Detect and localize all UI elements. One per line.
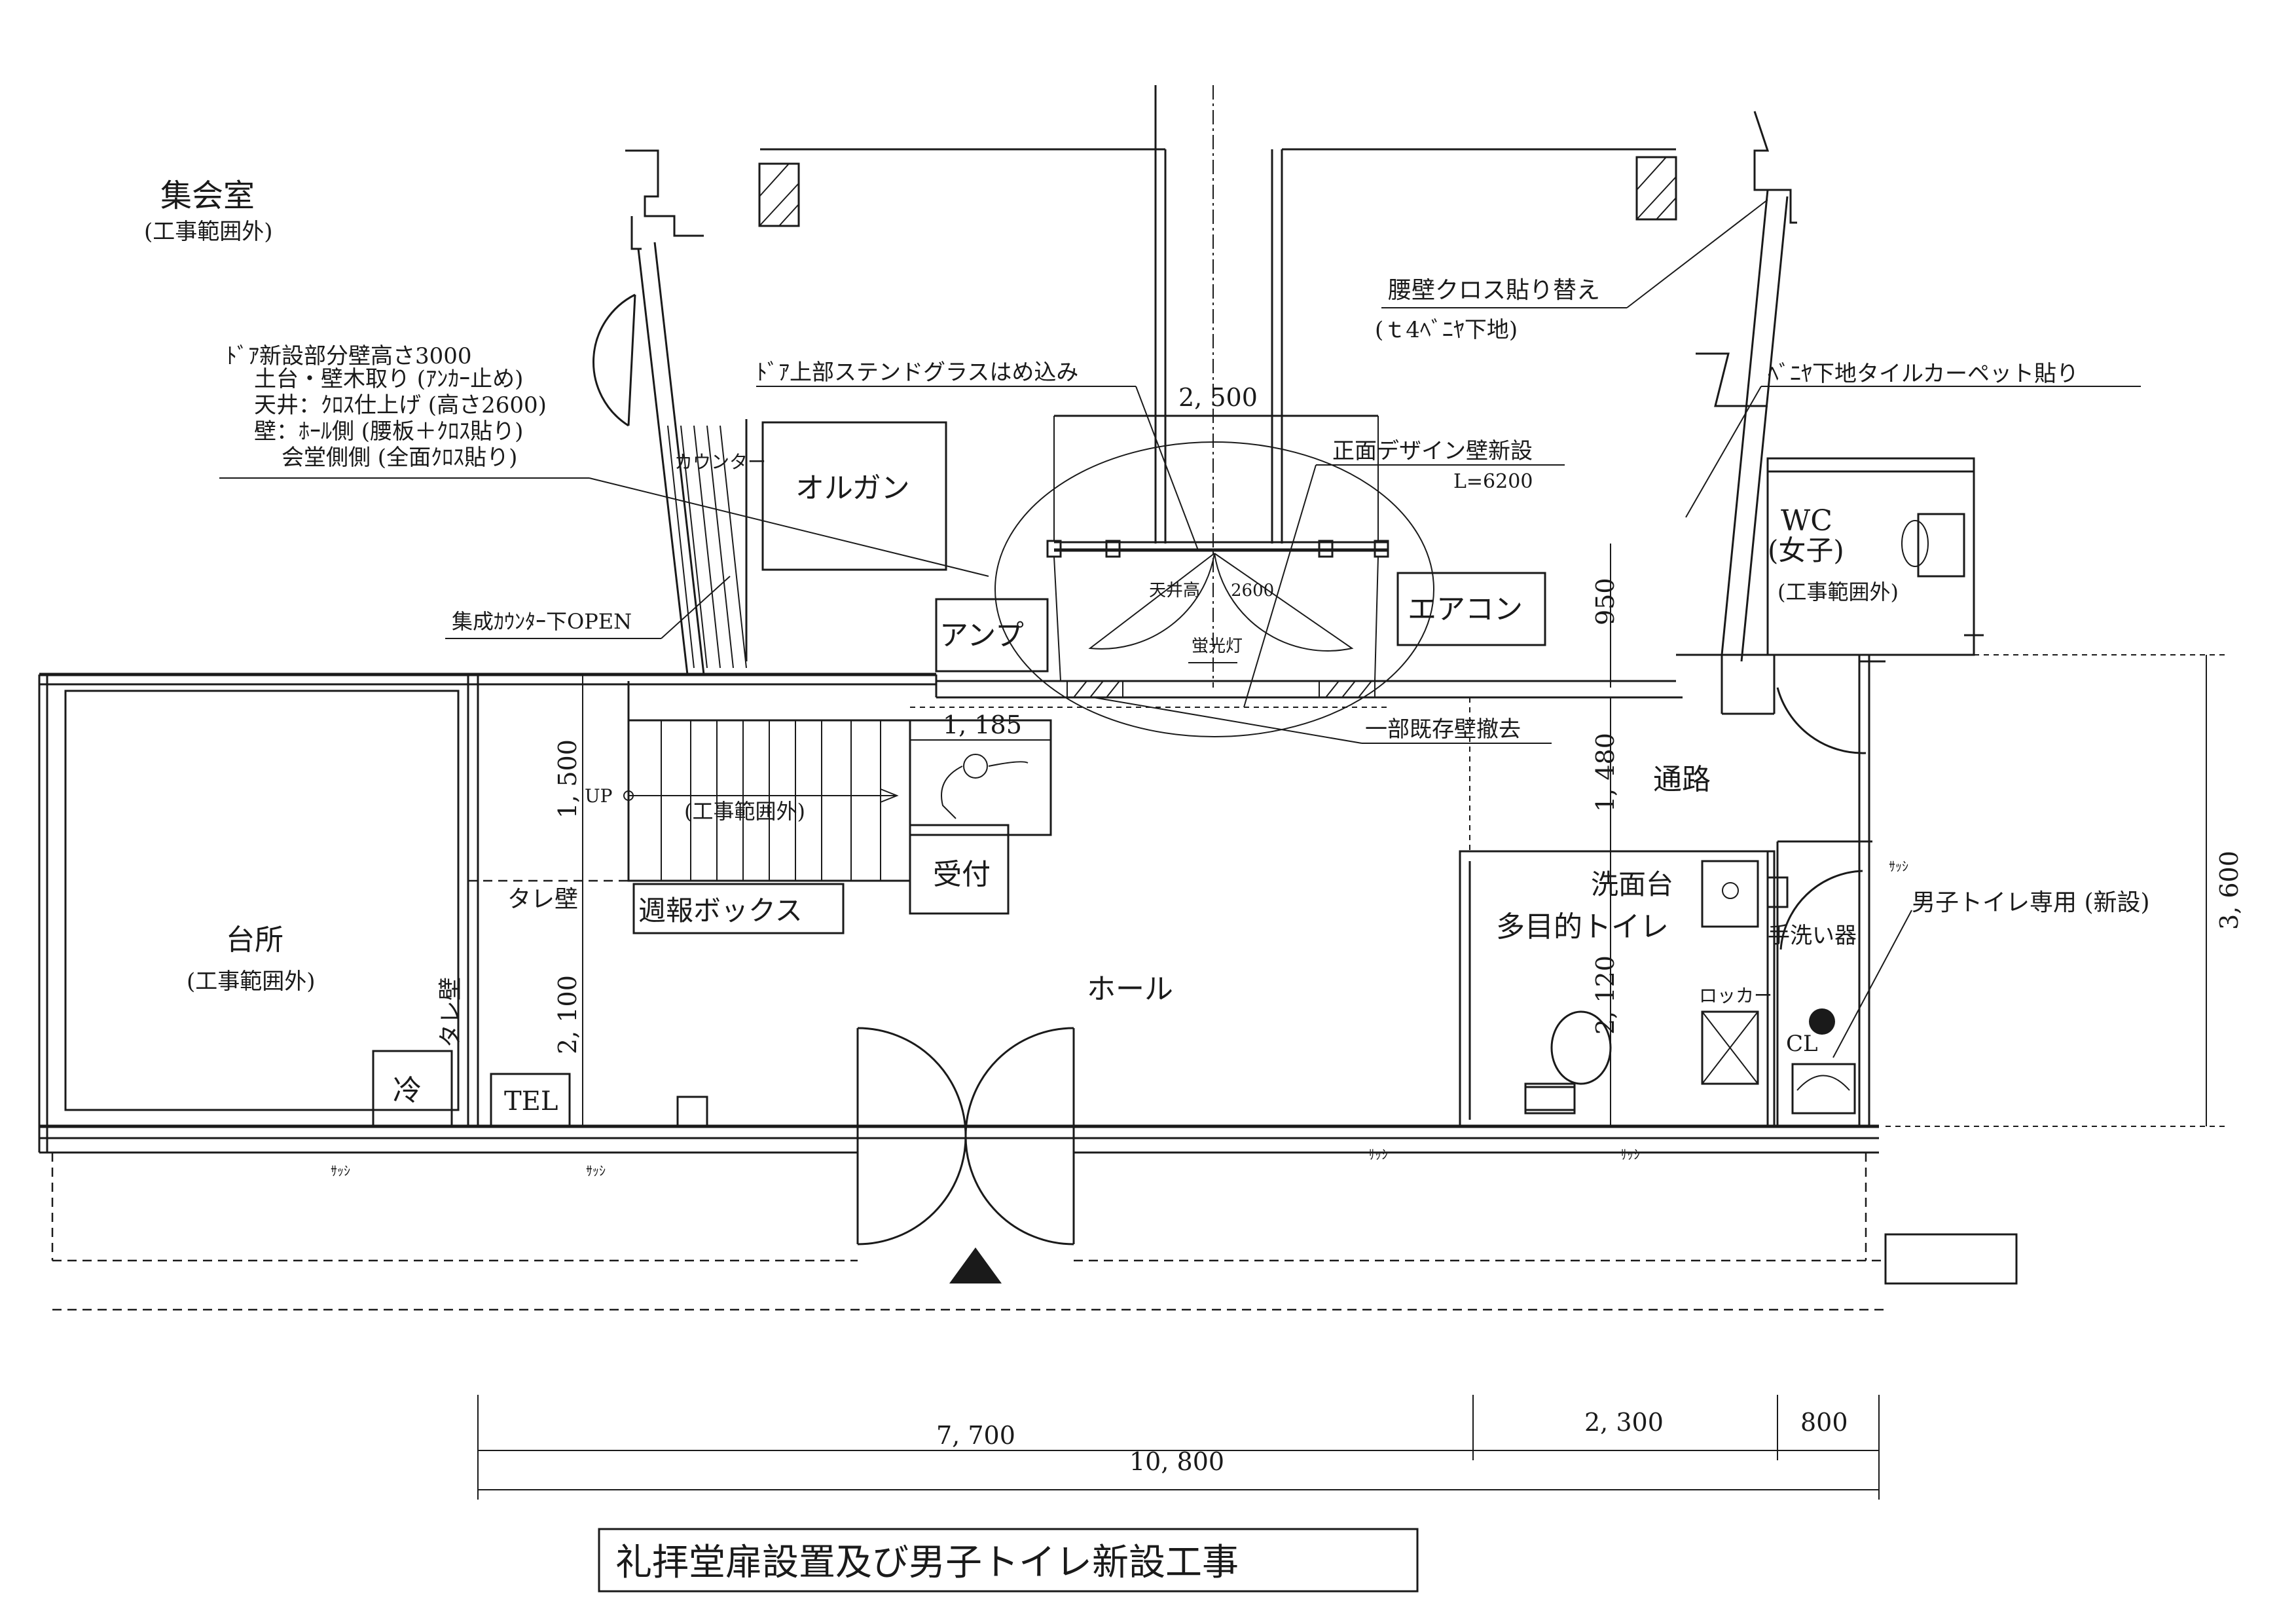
front-wall-length: L=6200 — [1453, 470, 1533, 493]
weekly-box-frame — [632, 883, 845, 934]
reception-label: 受付 — [933, 858, 991, 891]
stained-glass-note: ﾄﾞｱ上部ステンドグラスはめ込み — [756, 360, 1078, 386]
dim-1185: 1, 185 — [943, 710, 1022, 739]
tare-wall-label-2: タレ壁 — [437, 977, 464, 1048]
dim-1500: 1, 500 — [553, 739, 582, 819]
hand-wash-label: 手洗い器 — [1768, 923, 1857, 949]
cl-label: CL — [1786, 1031, 1818, 1057]
men-toilet-label: 男子トイレ専用 (新設) — [1912, 889, 2150, 916]
column-hatch-left — [758, 162, 800, 227]
counter-label: カウンター — [674, 451, 766, 473]
sash-label-5: ｻｯｼ — [1889, 858, 1908, 874]
dim-2100: 2, 100 — [553, 975, 582, 1054]
main-entrance-doors — [676, 1027, 1075, 1246]
meeting-room-note: (工事範囲外) — [144, 219, 273, 245]
tile-carpet-note: ﾍﾞﾆﾔ下地タイルカーペット貼り — [1768, 361, 2079, 387]
washstand-label: 洗面台 — [1591, 868, 1673, 900]
wc-women-sub: (女子) — [1768, 534, 1844, 566]
aircon-box — [1396, 572, 1546, 646]
dim-950: 950 — [1591, 578, 1620, 625]
dim-3600: 3, 600 — [2215, 851, 2244, 930]
corridor-door — [1776, 687, 1867, 754]
chapel-walls — [625, 85, 1797, 688]
locker-label: ロッカー — [1699, 985, 1772, 1006]
door-wall-note-5: 会堂側側 (全面ｸﾛｽ貼り) — [282, 445, 517, 471]
meeting-room-door — [592, 293, 636, 427]
organ-box — [761, 421, 947, 571]
scope-ellipse — [994, 441, 1434, 737]
corridor-label: 通路 — [1653, 763, 1711, 796]
kitchen-label: 台所 — [226, 923, 283, 957]
column-hatch-right — [1635, 156, 1677, 221]
front-wall-note: 正面デザイン壁新設 — [1332, 438, 1533, 464]
door-wall-note-2: 土台・壁木取り (ｱﾝｶｰ止め) — [254, 366, 523, 392]
kitchen-note: (工事範囲外) — [187, 969, 316, 995]
dim-1480: 1, 480 — [1591, 733, 1620, 812]
aircon-label: エアコン — [1408, 593, 1523, 626]
sash-label-2: ｻｯｼ — [586, 1163, 606, 1179]
counter-stripes — [667, 419, 748, 669]
dim-800: 800 — [1800, 1408, 1848, 1437]
fridge-label: 冷 — [393, 1074, 422, 1107]
weekly-box-label: 週報ボックス — [638, 895, 803, 927]
sash-label-3: ｻｯｼ — [1368, 1147, 1388, 1162]
person-icon — [941, 754, 1029, 819]
fluorescent-label: 蛍光灯 — [1192, 637, 1243, 656]
reception-box — [909, 824, 1010, 915]
dim-2500: 2, 500 — [1178, 383, 1258, 412]
organ-label: オルガン — [795, 471, 910, 505]
men-toilet-room — [1766, 840, 1872, 1115]
door-wall-note-3: 天井：ｸﾛｽ仕上げ (高さ2600) — [254, 392, 547, 418]
fridge-box — [372, 1050, 453, 1128]
multipurpose-toilet-room — [1459, 841, 1779, 1128]
meeting-room-label: 集会室 — [160, 177, 255, 214]
tel-box — [490, 1073, 571, 1128]
counter-open-note: 集成ｶｳﾝﾀｰ下OPEN — [452, 609, 632, 634]
amp-label: アンプ — [939, 619, 1024, 652]
wainscot-note-2: (ｔ4ﾍﾞﾆﾔ下地) — [1375, 317, 1518, 343]
ceiling-height-value: 2600 — [1231, 581, 1274, 600]
door-wall-note-4: 壁：ﾎｰﾙ側 (腰板＋ｸﾛｽ貼り) — [254, 418, 523, 445]
dim-2120: 2, 120 — [1591, 955, 1620, 1035]
multipurpose-toilet-label: 多目的トイレ — [1496, 910, 1669, 944]
stairs-note: (工事範囲外) — [684, 799, 805, 824]
ceiling-height-label: 天井高 — [1149, 581, 1200, 600]
wc-women-label: WC — [1781, 504, 1832, 538]
kitchen-box — [64, 690, 460, 1111]
amp-box — [935, 598, 1049, 673]
door-wall-note-1: ﾄﾞｱ新設部分壁高さ3000 — [226, 343, 472, 369]
wc-women-note: (工事範囲外) — [1777, 580, 1899, 604]
title-box — [598, 1528, 1419, 1593]
drawing-title: 礼拝堂扉設置及び男子トイレ新設工事 — [615, 1541, 1239, 1584]
dimension-lines — [477, 415, 2207, 1500]
tel-label: TEL — [504, 1086, 558, 1116]
hall-label: ホール — [1087, 972, 1173, 1006]
entrance-arrow — [949, 1247, 1002, 1283]
stairs — [623, 681, 911, 882]
sash-label-4: ｻｯｼ — [1620, 1147, 1640, 1162]
reception-desk-area — [909, 719, 1052, 836]
up-label: UP — [585, 785, 612, 807]
dim-7700: 7, 700 — [936, 1421, 1015, 1450]
dim-10800: 10, 800 — [1129, 1447, 1224, 1476]
tare-wall-label-1: タレ壁 — [507, 886, 578, 913]
wc-women-room — [1766, 457, 1984, 656]
dim-2300: 2, 300 — [1584, 1408, 1664, 1437]
wainscot-note-1: 腰壁クロス貼り替え — [1388, 277, 1600, 304]
partial-removal-note: 一部既存壁撤去 — [1365, 716, 1521, 743]
sash-label-1: ｻｯｼ — [331, 1163, 350, 1179]
